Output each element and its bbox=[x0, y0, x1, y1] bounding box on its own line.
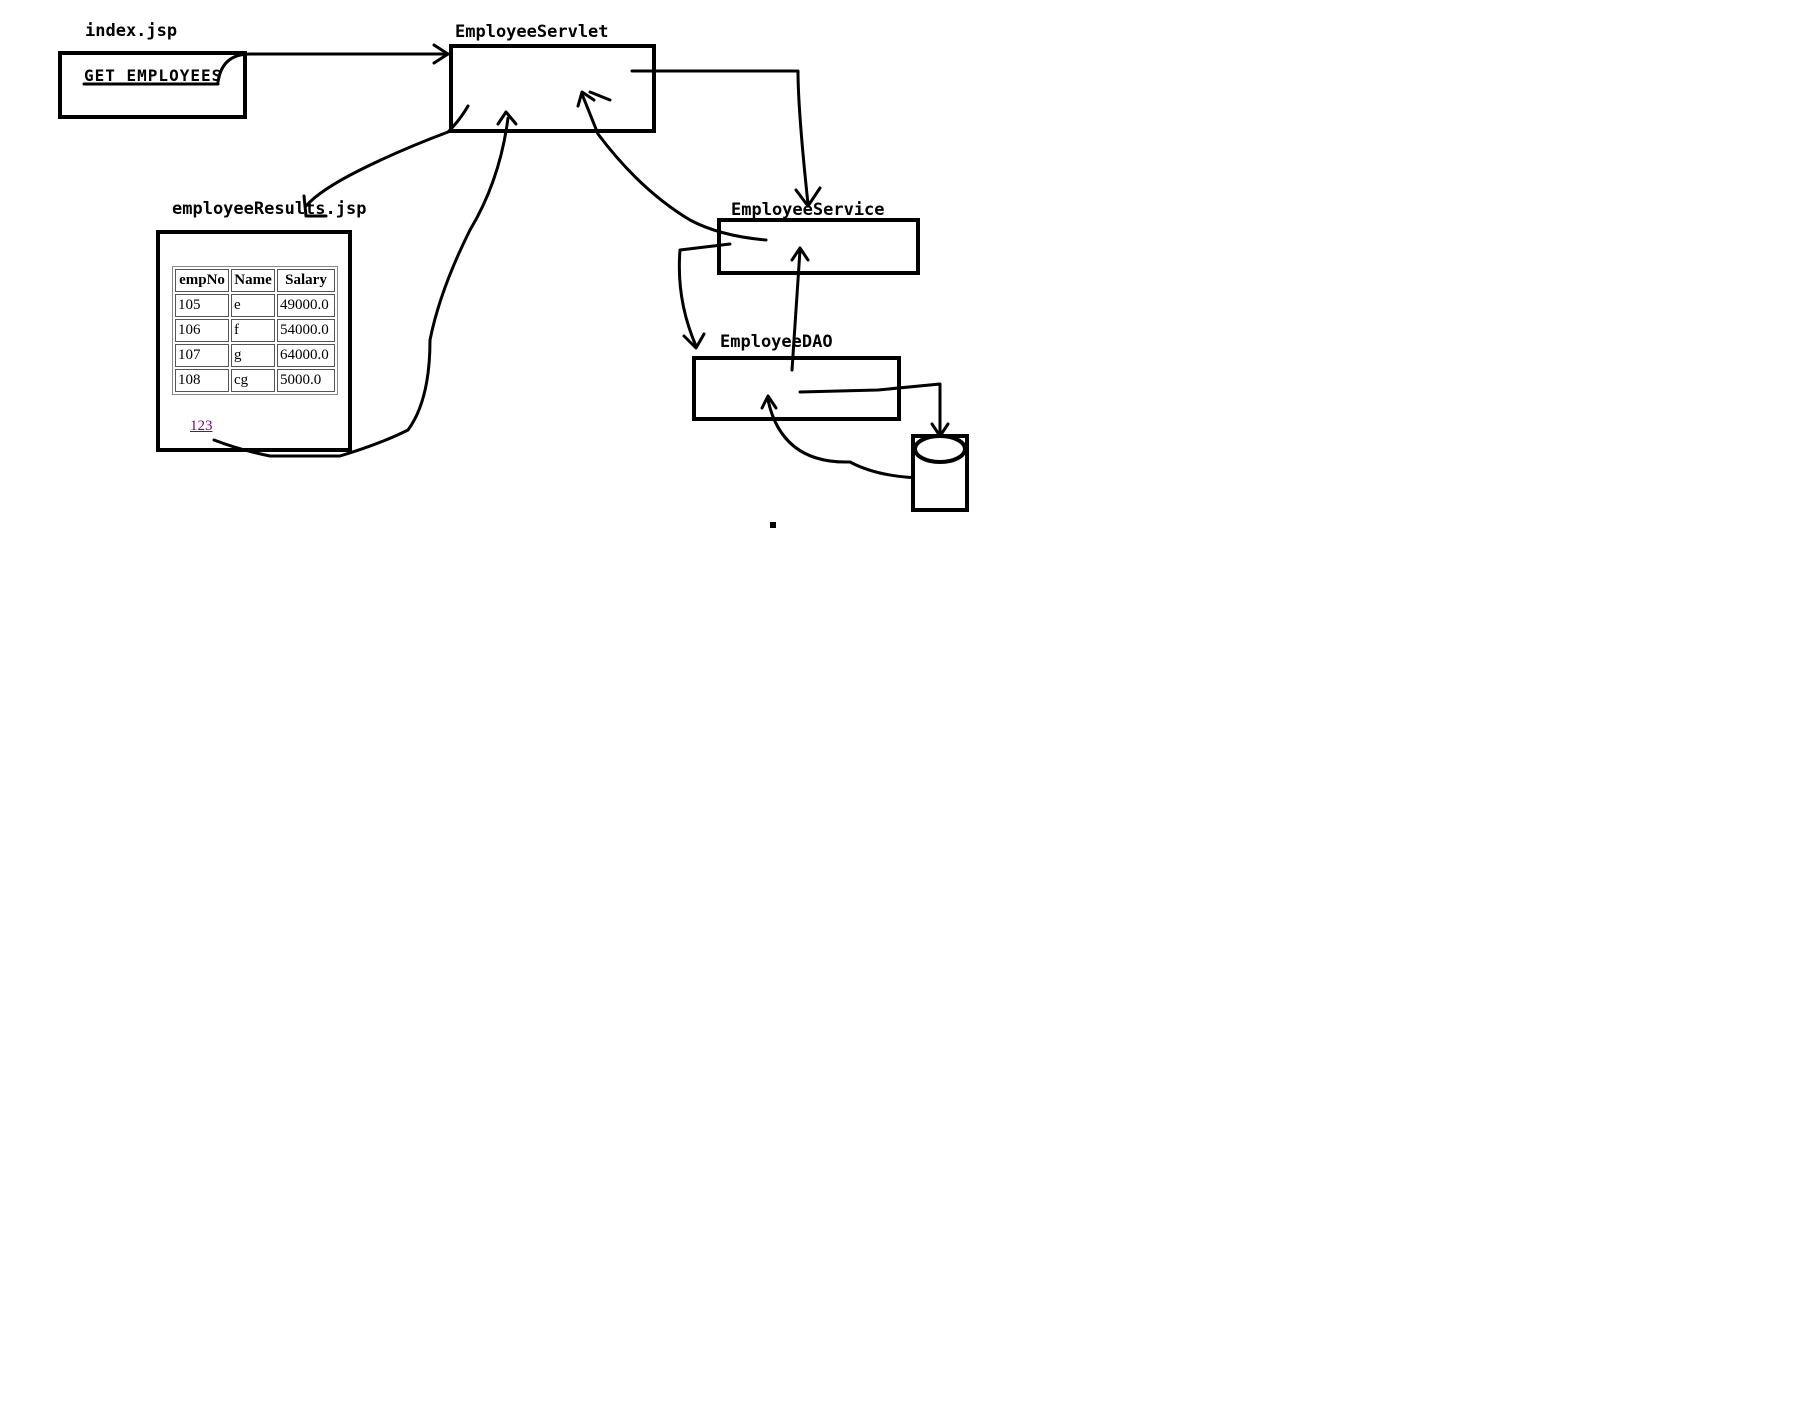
label-employee-dao: EmployeeDAO bbox=[720, 332, 833, 352]
cell-salary: 54000.0 bbox=[277, 319, 335, 342]
arrow-servlet-to-service bbox=[630, 69, 810, 206]
arrow-service-to-dao bbox=[677, 242, 732, 348]
results-link[interactable]: 123 bbox=[190, 418, 213, 434]
label-employee-servlet: EmployeeServlet bbox=[455, 22, 609, 42]
arrow-dao-to-service bbox=[790, 248, 802, 372]
cell-empno: 105 bbox=[175, 294, 229, 317]
arrow-servlet-to-results bbox=[304, 104, 470, 208]
employee-servlet-box bbox=[449, 44, 656, 133]
arrowhead-dao-in bbox=[682, 332, 706, 350]
index-jsp-box bbox=[58, 51, 247, 119]
cell-name: e bbox=[231, 294, 275, 317]
cell-salary: 64000.0 bbox=[277, 344, 335, 367]
servlet-return-tick bbox=[588, 90, 612, 102]
employee-table: empNo Name Salary 105 e 49000.0 106 f 54… bbox=[172, 266, 338, 395]
cell-empno: 106 bbox=[175, 319, 229, 342]
arrow-results-to-servlet bbox=[212, 116, 510, 458]
arrowhead-servlet-return bbox=[576, 90, 596, 108]
employee-service-box bbox=[717, 218, 920, 275]
arrowhead-dao-return bbox=[760, 394, 778, 410]
label-index-jsp: index.jsp bbox=[85, 21, 178, 41]
cell-empno: 107 bbox=[175, 344, 229, 367]
column-header-salary: Salary bbox=[277, 269, 335, 292]
arrow-index-to-servlet bbox=[216, 52, 450, 84]
cell-empno: 108 bbox=[175, 369, 229, 392]
table-row: 105 e 49000.0 bbox=[175, 294, 335, 317]
table-header-row: empNo Name Salary bbox=[175, 269, 335, 292]
arrowhead-servlet-in bbox=[432, 43, 450, 65]
cell-name: f bbox=[231, 319, 275, 342]
arrow-dao-to-db bbox=[798, 382, 942, 434]
arrowhead-results-in bbox=[302, 194, 328, 218]
employee-results-box bbox=[156, 230, 352, 452]
cell-salary: 5000.0 bbox=[277, 369, 335, 392]
table-row: 108 cg 5000.0 bbox=[175, 369, 335, 392]
arrow-db-to-dao bbox=[766, 398, 930, 480]
arrowhead-servlet-from-results bbox=[496, 110, 518, 126]
stray-dot bbox=[770, 522, 776, 528]
column-header-empno: empNo bbox=[175, 269, 229, 292]
cell-name: cg bbox=[231, 369, 275, 392]
arrowhead-service-in bbox=[794, 186, 822, 208]
cell-salary: 49000.0 bbox=[277, 294, 335, 317]
database-icon bbox=[911, 434, 969, 512]
cell-name: g bbox=[231, 344, 275, 367]
label-employee-results-jsp: employeeResults.jsp bbox=[172, 199, 367, 219]
arrowhead-service-return bbox=[790, 246, 810, 262]
employee-dao-box bbox=[692, 356, 901, 421]
get-employees-button[interactable]: GET EMPLOYEES bbox=[84, 66, 223, 85]
label-employee-service: EmployeeService bbox=[731, 200, 885, 220]
table-row: 107 g 64000.0 bbox=[175, 344, 335, 367]
column-header-name: Name bbox=[231, 269, 275, 292]
arrow-service-to-servlet bbox=[580, 92, 768, 242]
table-row: 106 f 54000.0 bbox=[175, 319, 335, 342]
